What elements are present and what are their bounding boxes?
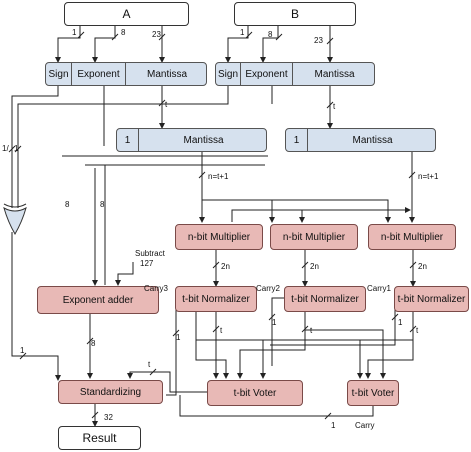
- wire-label-2n-3: 2n: [418, 262, 427, 271]
- wire-label-t-a: t: [165, 100, 168, 109]
- wire-label-nt1-b: n=t+1: [418, 172, 439, 181]
- carry2-label: Carry2: [256, 284, 281, 293]
- wire-label-sign-out: 1: [20, 346, 25, 355]
- voter-2: t-bit Voter: [347, 380, 399, 406]
- multiplier-3: n-bit Multiplier: [368, 224, 456, 250]
- wire-label-exp-out: 8: [91, 339, 96, 348]
- voter-1: t-bit Voter: [207, 380, 303, 406]
- wire-label-b-sign: 1: [240, 28, 245, 37]
- wire-label-b-exp: 8: [268, 30, 273, 39]
- input-a: A: [64, 2, 189, 26]
- hidden-one-b: 1: [286, 129, 308, 151]
- fields-a: Sign Exponent Mantissa: [45, 62, 207, 86]
- wire-label-a-mant: 23: [152, 30, 161, 39]
- voter-2-label: t-bit Voter: [351, 387, 395, 399]
- wire-label-t-n2: t: [310, 326, 313, 335]
- wire-label-2n-2: 2n: [310, 262, 319, 271]
- normalizer-1: t-bit Normalizer: [175, 286, 257, 312]
- wire-label-2n-1: 2n: [221, 262, 230, 271]
- input-a-label: A: [122, 7, 131, 21]
- multiplier-1: n-bit Multiplier: [175, 224, 263, 250]
- sign-field-b: Sign: [216, 63, 241, 85]
- carry1-label: Carry1: [367, 284, 392, 293]
- multiplier-2: n-bit Multiplier: [270, 224, 358, 250]
- input-b: B: [234, 2, 356, 26]
- multiplier-1-label: n-bit Multiplier: [187, 231, 251, 243]
- wire-label-sign-b: 1: [14, 144, 19, 153]
- wire-label-a-exp: 8: [121, 28, 126, 37]
- wire-label-sign-a: 1/: [2, 144, 9, 153]
- hidden-one-a: 1: [117, 129, 139, 151]
- exponent-field-a: Exponent: [72, 63, 126, 85]
- normalizer-3: t-bit Normalizer: [394, 286, 469, 312]
- xor-gate-icon: [3, 206, 27, 235]
- wire-label-carry1-1: 1: [398, 318, 403, 327]
- normalizer-1-label: t-bit Normalizer: [182, 293, 250, 305]
- input-b-label: B: [290, 7, 299, 21]
- mantissa-field-b: Mantissa: [314, 68, 355, 80]
- carry3-label: Carry3: [144, 284, 169, 293]
- mantissa-a-label: Mantissa: [183, 134, 224, 146]
- result: Result: [58, 426, 141, 450]
- mantissa-b-label: Mantissa: [352, 134, 393, 146]
- standardizing-label: Standardizing: [79, 386, 142, 398]
- mantissa-b: 1 Mantissa: [285, 128, 436, 152]
- normalizer-3-label: t-bit Normalizer: [397, 293, 466, 305]
- wire-label-t-n1: t: [220, 326, 223, 335]
- multiplier-3-label: n-bit Multiplier: [380, 231, 444, 243]
- wire-label-carry3-1: 1: [176, 333, 181, 342]
- wire-label-carry2-1: 1: [272, 318, 277, 327]
- carry-label: Carry: [355, 421, 375, 430]
- mantissa-a: 1 Mantissa: [116, 128, 267, 152]
- normalizer-2: t-bit Normalizer: [284, 286, 366, 312]
- exponent-field-b: Exponent: [241, 63, 293, 85]
- wire-label-a-sign: 1: [72, 28, 77, 37]
- wire-label-32: 32: [104, 413, 113, 422]
- exponent-adder-label: Exponent adder: [62, 294, 134, 306]
- multiplier-2-label: n-bit Multiplier: [282, 231, 346, 243]
- wire-label-t-n3: t: [416, 326, 419, 335]
- sign-field-a: Sign: [46, 63, 72, 85]
- standardizing: Standardizing: [58, 380, 163, 404]
- fields-b: Sign Exponent Mantissa: [215, 62, 375, 86]
- subtract-value: 127: [140, 259, 154, 268]
- wire-label-b-mant: 23: [314, 36, 323, 45]
- normalizer-2-label: t-bit Normalizer: [291, 293, 359, 305]
- wire-label-exp-b: 8: [100, 200, 105, 209]
- wire-label-t-voter: t: [148, 360, 151, 369]
- voter-1-label: t-bit Voter: [233, 387, 277, 399]
- result-label: Result: [82, 431, 117, 445]
- exponent-adder: Exponent adder: [37, 286, 159, 314]
- subtract-label: Subtract: [135, 249, 165, 258]
- wire-label-carry-1: 1: [331, 421, 336, 430]
- wire-label-nt1-a: n=t+1: [208, 172, 229, 181]
- wire-label-t-b: t: [333, 102, 336, 111]
- wire-label-exp-a: 8: [65, 200, 70, 209]
- mantissa-field-a: Mantissa: [146, 68, 187, 80]
